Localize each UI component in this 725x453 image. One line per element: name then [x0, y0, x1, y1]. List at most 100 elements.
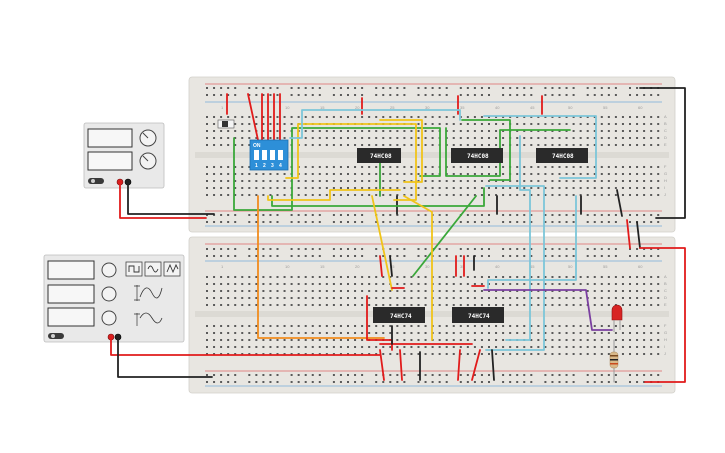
- breadboard-hole[interactable]: [509, 214, 512, 216]
- frequency-knob[interactable]: [101, 262, 117, 278]
- breadboard-hole[interactable]: [537, 332, 540, 334]
- breadboard-hole[interactable]: [452, 166, 455, 168]
- breadboard-hole[interactable]: [452, 346, 455, 348]
- breadboard-hole[interactable]: [403, 137, 406, 139]
- breadboard-hole[interactable]: [262, 116, 265, 118]
- breadboard-hole[interactable]: [227, 283, 230, 285]
- wire-green[interactable]: [412, 195, 477, 277]
- breadboard-hole[interactable]: [650, 304, 653, 306]
- breadboard-hole[interactable]: [269, 173, 272, 175]
- breadboard-hole[interactable]: [417, 166, 420, 168]
- breadboard-hole[interactable]: [629, 137, 631, 139]
- breadboard-hole[interactable]: [523, 94, 526, 96]
- breadboard-hole[interactable]: [375, 137, 378, 139]
- breadboard-hole[interactable]: [544, 173, 547, 175]
- breadboard-hole[interactable]: [600, 381, 603, 383]
- breadboard-hole[interactable]: [544, 346, 547, 348]
- breadboard-hole[interactable]: [255, 290, 258, 292]
- breadboard-hole[interactable]: [516, 374, 519, 376]
- breadboard-hole[interactable]: [537, 116, 540, 118]
- breadboard-hole[interactable]: [650, 325, 653, 327]
- breadboard-hole[interactable]: [234, 137, 237, 139]
- breadboard-hole[interactable]: [593, 87, 596, 89]
- breadboard-hole[interactable]: [509, 346, 512, 348]
- breadboard-hole[interactable]: [403, 346, 406, 348]
- breadboard-hole[interactable]: [248, 248, 251, 250]
- breadboard-hole[interactable]: [445, 374, 448, 376]
- breadboard-hole[interactable]: [495, 353, 498, 355]
- breadboard-hole[interactable]: [424, 221, 427, 223]
- breadboard-hole[interactable]: [283, 297, 286, 299]
- breadboard-hole[interactable]: [304, 346, 307, 348]
- breadboard-hole[interactable]: [636, 325, 639, 327]
- breadboard-hole[interactable]: [530, 381, 533, 383]
- breadboard-hole[interactable]: [459, 346, 462, 348]
- breadboard-hole[interactable]: [516, 166, 519, 168]
- breadboard-hole[interactable]: [459, 339, 462, 341]
- breadboard-hole[interactable]: [332, 116, 335, 118]
- breadboard-hole[interactable]: [593, 290, 596, 292]
- breadboard-hole[interactable]: [311, 248, 314, 250]
- breadboard-hole[interactable]: [516, 304, 519, 306]
- breadboard-hole[interactable]: [621, 325, 624, 327]
- breadboard-hole[interactable]: [241, 123, 244, 125]
- breadboard-hole[interactable]: [311, 166, 314, 168]
- breadboard-hole[interactable]: [213, 290, 216, 292]
- breadboard-hole[interactable]: [318, 381, 321, 383]
- breadboard-hole[interactable]: [614, 116, 617, 118]
- breadboard-hole[interactable]: [586, 353, 589, 355]
- breadboard-hole[interactable]: [424, 290, 427, 292]
- breadboard-hole[interactable]: [629, 94, 631, 96]
- breadboard-hole[interactable]: [283, 290, 286, 292]
- breadboard-hole[interactable]: [339, 255, 342, 257]
- breadboard-hole[interactable]: [304, 255, 307, 257]
- breadboard-hole[interactable]: [523, 214, 526, 216]
- breadboard-hole[interactable]: [361, 346, 364, 348]
- breadboard-hole[interactable]: [530, 130, 533, 132]
- breadboard-hole[interactable]: [636, 144, 639, 146]
- breadboard-hole[interactable]: [417, 381, 420, 383]
- breadboard-hole[interactable]: [262, 137, 265, 139]
- breadboard-hole[interactable]: [220, 221, 223, 223]
- breadboard-hole[interactable]: [325, 144, 328, 146]
- breadboard-hole[interactable]: [354, 248, 357, 250]
- breadboard-hole[interactable]: [452, 290, 455, 292]
- breadboard-hole[interactable]: [614, 290, 617, 292]
- breadboard-hole[interactable]: [417, 144, 420, 146]
- breadboard-hole[interactable]: [607, 290, 610, 292]
- breadboard-hole[interactable]: [213, 194, 216, 196]
- breadboard-hole[interactable]: [290, 304, 293, 306]
- breadboard-hole[interactable]: [354, 283, 357, 285]
- breadboard-hole[interactable]: [304, 381, 307, 383]
- breadboard-hole[interactable]: [234, 166, 237, 168]
- breadboard-hole[interactable]: [213, 116, 216, 118]
- breadboard-hole[interactable]: [354, 346, 357, 348]
- breadboard-hole[interactable]: [537, 353, 540, 355]
- breadboard-hole[interactable]: [636, 283, 639, 285]
- breadboard-hole[interactable]: [657, 116, 660, 118]
- breadboard-hole[interactable]: [424, 381, 427, 383]
- breadboard-hole[interactable]: [262, 130, 265, 132]
- breadboard-hole[interactable]: [403, 276, 406, 278]
- breadboard-hole[interactable]: [241, 297, 244, 299]
- breadboard-hole[interactable]: [523, 166, 526, 168]
- breadboard-hole[interactable]: [361, 137, 364, 139]
- breadboard-hole[interactable]: [396, 339, 399, 341]
- breadboard-hole[interactable]: [607, 346, 610, 348]
- breadboard-hole[interactable]: [480, 123, 483, 125]
- breadboard-hole[interactable]: [213, 339, 216, 341]
- breadboard-hole[interactable]: [586, 248, 589, 250]
- breadboard-hole[interactable]: [551, 116, 554, 118]
- breadboard-hole[interactable]: [579, 180, 582, 182]
- breadboard-hole[interactable]: [607, 374, 610, 376]
- breadboard-hole[interactable]: [213, 283, 216, 285]
- breadboard-hole[interactable]: [431, 381, 434, 383]
- breadboard-hole[interactable]: [614, 130, 617, 132]
- wire-red[interactable]: [379, 349, 385, 381]
- breadboard-hole[interactable]: [410, 346, 413, 348]
- breadboard-hole[interactable]: [593, 116, 596, 118]
- wire-red[interactable]: [247, 93, 259, 141]
- breadboard-hole[interactable]: [488, 332, 490, 334]
- breadboard-hole[interactable]: [593, 194, 596, 196]
- breadboard-hole[interactable]: [473, 123, 476, 125]
